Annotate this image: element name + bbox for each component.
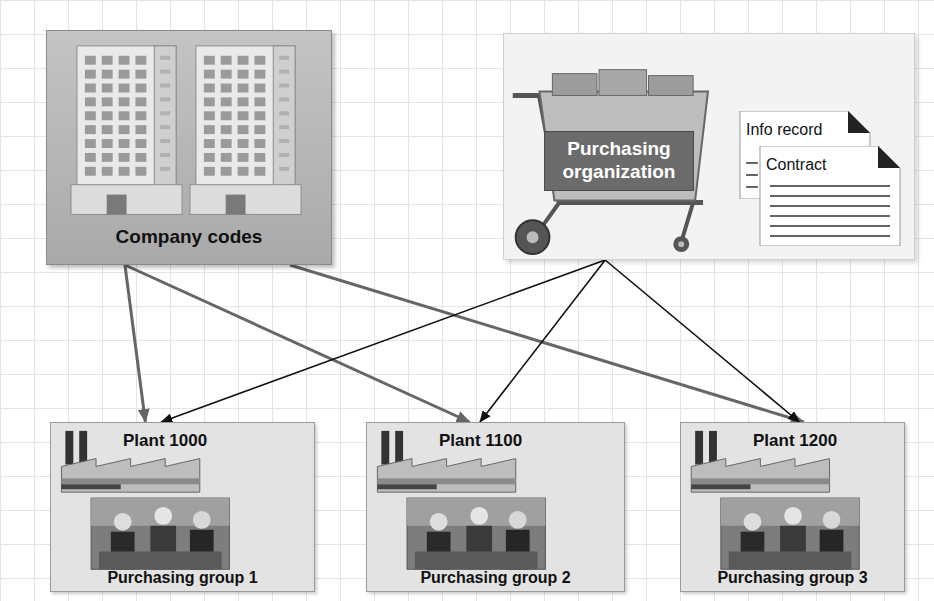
plant-box: Plant 1100Purchasing group 2 <box>366 422 625 592</box>
arrow-connector <box>125 265 470 422</box>
arrow-connector <box>605 260 799 422</box>
organization-label: Purchasing organization <box>544 131 694 191</box>
organization-panel: Purchasing organization Info recordContra… <box>503 33 915 260</box>
document-title: Contract <box>756 146 904 174</box>
plant-box: Plant 1000Purchasing group 1 <box>50 422 315 592</box>
company-panel: Company codes <box>46 30 332 265</box>
arrow-connector <box>290 265 804 422</box>
panel-title: Company codes <box>116 226 263 248</box>
document-title: Info record <box>736 111 874 139</box>
group-name: Purchasing group 3 <box>717 569 867 587</box>
plant-name: Plant 1200 <box>753 431 837 451</box>
document-shape: Contract <box>756 146 904 246</box>
group-name: Purchasing group 2 <box>420 569 570 587</box>
arrow-connector <box>125 265 145 422</box>
plant-name: Plant 1000 <box>123 431 207 451</box>
plant-name: Plant 1100 <box>439 431 522 451</box>
plant-box: Plant 1200Purchasing group 3 <box>680 422 905 592</box>
arrow-connector <box>161 260 605 422</box>
arrow-connector <box>480 260 605 422</box>
group-name: Purchasing group 1 <box>107 569 257 587</box>
